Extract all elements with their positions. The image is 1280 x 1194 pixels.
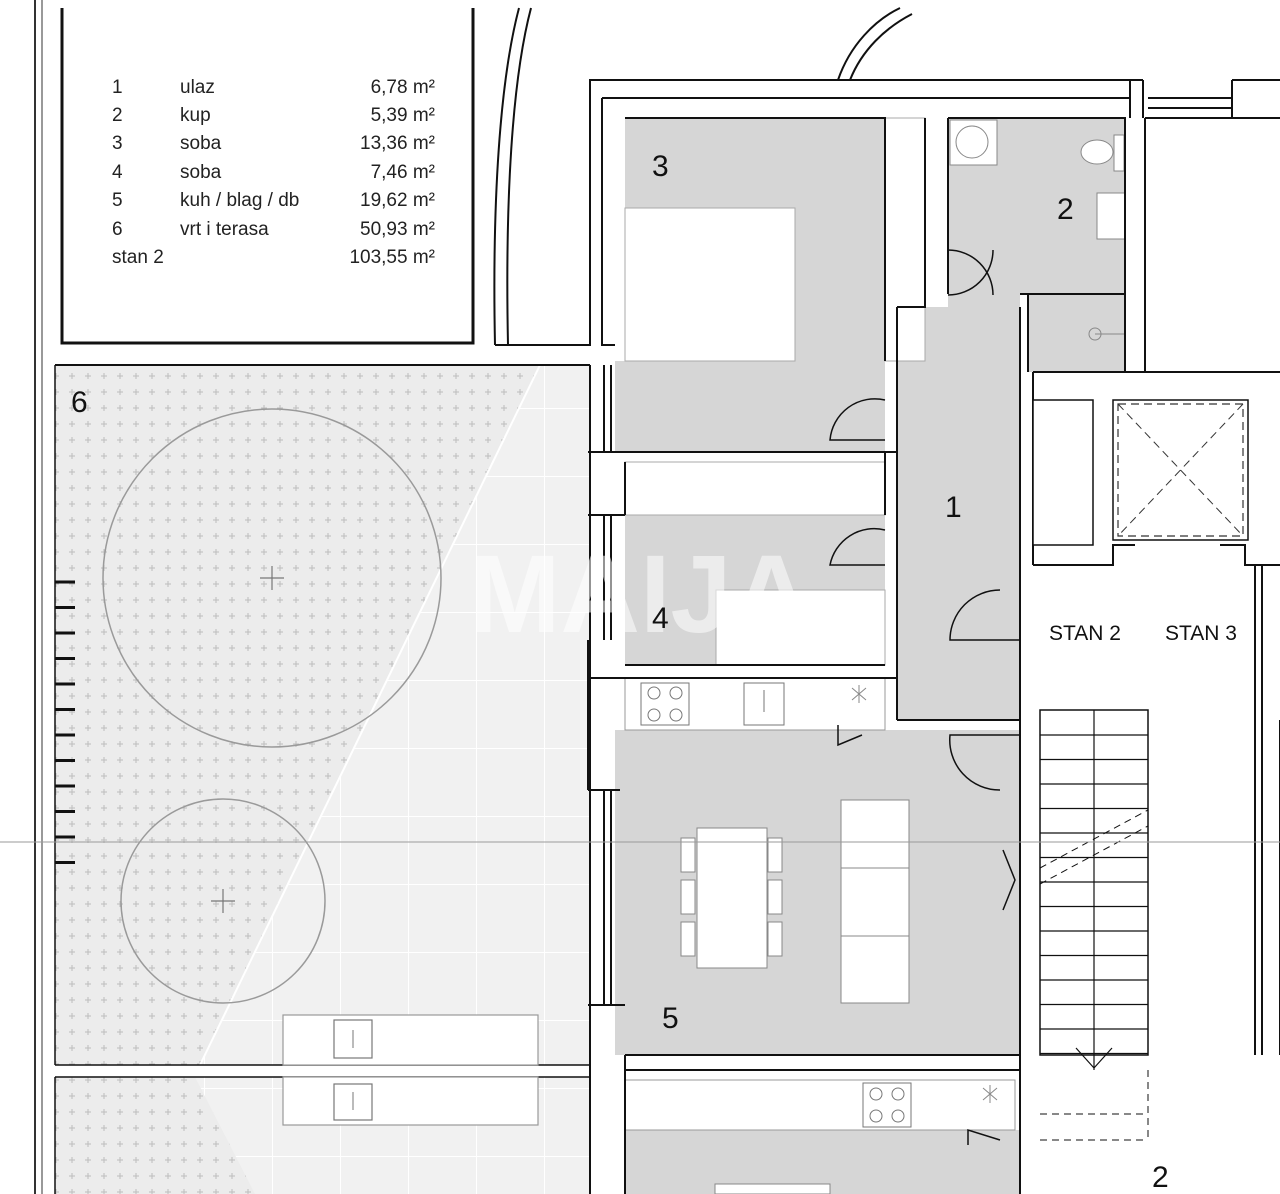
legend-area: 13,36 m² (360, 133, 435, 154)
fence-ticks (55, 580, 75, 864)
legend-num: 6 (112, 219, 123, 240)
legend-name: kuh / blag / db (180, 190, 299, 211)
legend-area: 5,39 m² (371, 105, 435, 126)
washing-machine (949, 119, 998, 166)
room-label-1: 1 (945, 491, 962, 524)
room-labels: 3 2 1 4 5 6 2 (71, 150, 1169, 1194)
legend-area: 6,78 m² (371, 77, 435, 98)
bed-room-4 (715, 589, 886, 666)
legend-num: 3 (112, 133, 123, 154)
legend-name: ulaz (180, 77, 215, 98)
kitchen-counter (624, 677, 886, 731)
room-label-5: 5 (662, 1002, 679, 1035)
site-boundary (34, 0, 43, 1194)
legend-area: 7,46 m² (371, 162, 435, 183)
wardrobe-room-3 (884, 117, 926, 362)
shower-drain (1088, 327, 1125, 341)
room-label-6: 6 (71, 386, 88, 419)
dining-table (680, 827, 783, 969)
legend-total-area: 103,55 m² (349, 247, 435, 268)
legend-area: 50,93 m² (360, 219, 435, 240)
legend-name: soba (180, 133, 222, 154)
outdoor-counter-lower (282, 1076, 539, 1126)
staircase (1039, 709, 1149, 1141)
legend-name: vrt i terasa (180, 219, 269, 240)
area-legend-box (60, 8, 475, 345)
legend-name: kup (180, 105, 211, 126)
legend-total-name: stan 2 (112, 247, 164, 268)
toilet (1080, 134, 1125, 172)
tree-large (102, 408, 442, 748)
area-legend: 1 ulaz 6,78 m² 2 kup 5,39 m² 3 soba 13,3… (112, 77, 435, 268)
bed-room-3 (624, 207, 796, 362)
stan-2-label: STAN 2 (1049, 622, 1121, 645)
room-label-4: 4 (652, 602, 669, 635)
stan-3-label: STAN 3 (1165, 622, 1237, 645)
legend-num: 1 (112, 77, 123, 98)
walls (587, 79, 1280, 1194)
legend-area: 19,62 m² (360, 190, 435, 211)
elevator-shaft (1032, 399, 1249, 546)
outdoor-counter-upper (282, 1014, 539, 1066)
tree-small (120, 798, 326, 1004)
legend-num: 5 (112, 190, 123, 211)
wardrobe-room-4 (624, 461, 886, 516)
sofa (840, 799, 910, 1004)
doors (829, 249, 1020, 1145)
room-label-2: 2 (1057, 193, 1074, 226)
washbasin (1096, 192, 1126, 240)
watermark-logo: MAIJA (469, 533, 811, 656)
legend-num: 2 (112, 105, 123, 126)
legend-num: 4 (112, 162, 123, 183)
garden-terrace-area (54, 364, 590, 1194)
room-label-3: 3 (652, 150, 669, 183)
legend-name: soba (180, 162, 222, 183)
room-label-2-lower: 2 (1152, 1161, 1169, 1194)
